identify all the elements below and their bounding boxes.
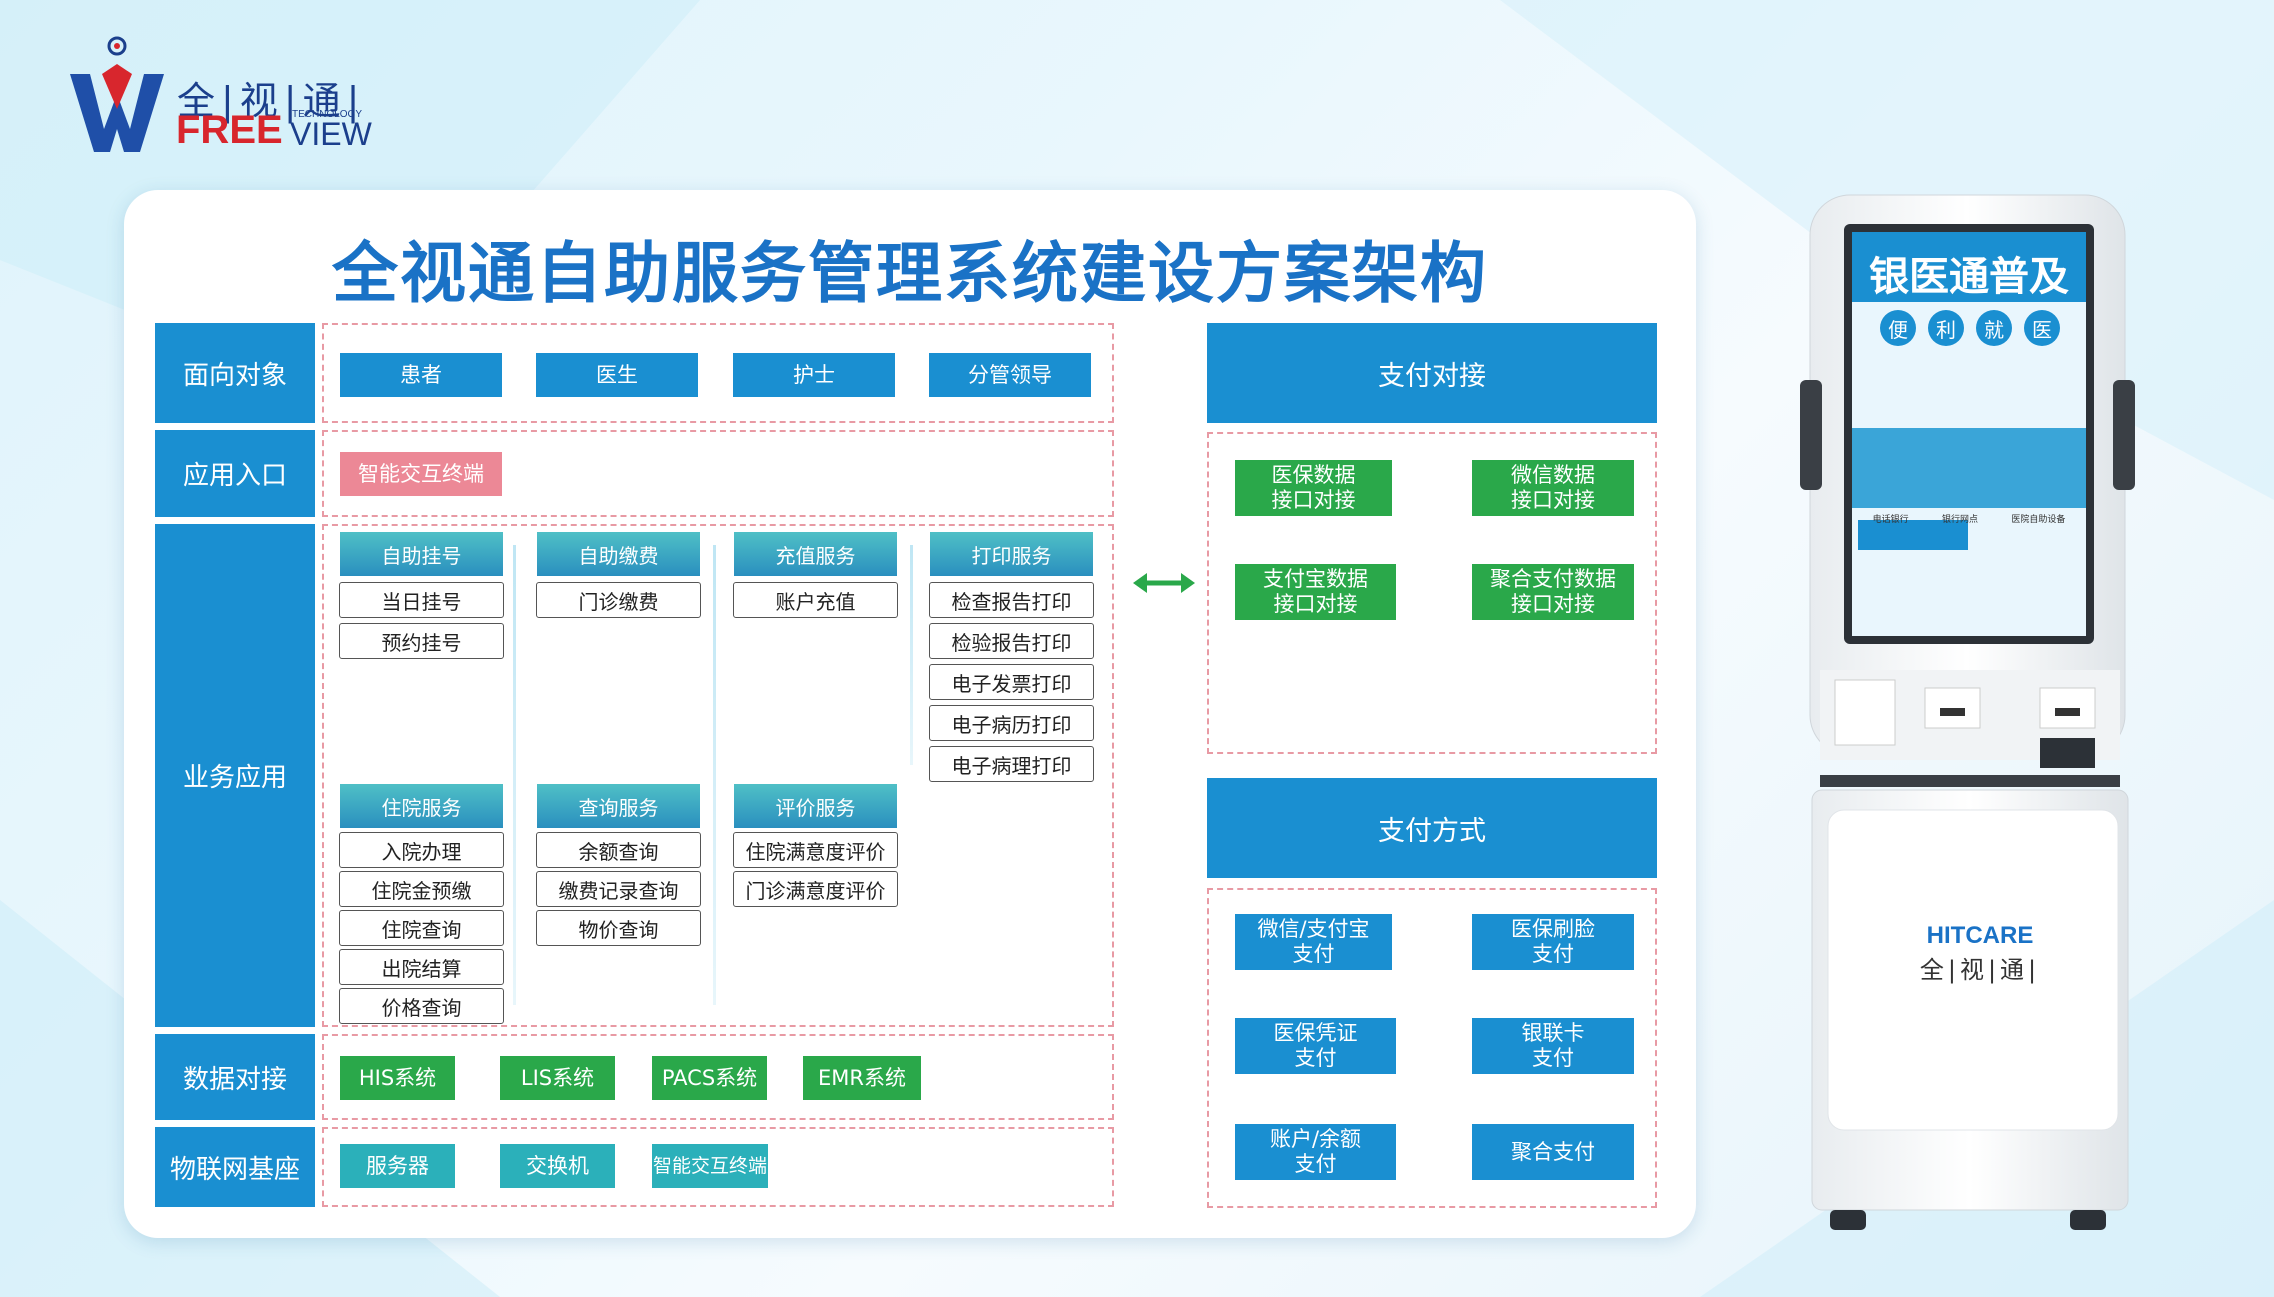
iot-container <box>322 1127 1114 1207</box>
kiosk-badge: 便 <box>1880 310 1916 346</box>
divider-line <box>713 545 716 1005</box>
kiosk-brand-cn: 全|视|通| <box>1919 956 2041 984</box>
group-title-recharge: 充值服务 <box>734 532 897 576</box>
kiosk-brand: HITCARE <box>1926 922 2034 949</box>
system-emr: EMR系统 <box>803 1056 921 1100</box>
payment-methods-header: 支付方式 <box>1207 778 1657 878</box>
object-patient: 患者 <box>340 353 502 397</box>
object-leader: 分管领导 <box>929 353 1091 397</box>
divider-line <box>513 545 516 1005</box>
row-label-business: 业务应用 <box>155 524 315 1027</box>
service-item: 检查报告打印 <box>929 582 1094 618</box>
iot-smart-terminal: 智能交互终端 <box>652 1144 768 1188</box>
service-item: 入院办理 <box>339 832 504 868</box>
logo-technology-text: TECHNOLOGY <box>292 109 363 120</box>
method-insurance-face: 医保刷脸 支付 <box>1472 914 1634 970</box>
method-insurance-voucher: 医保凭证 支付 <box>1235 1018 1396 1074</box>
data-container <box>322 1034 1114 1120</box>
business-container <box>322 524 1114 1027</box>
service-item: 电子病历打印 <box>929 705 1094 741</box>
service-item: 住院查询 <box>339 910 504 946</box>
kiosk-badge: 利 <box>1928 310 1964 346</box>
system-lis: LIS系统 <box>500 1056 615 1100</box>
row-label-objects: 面向对象 <box>155 323 315 423</box>
service-item: 价格查询 <box>339 988 504 1024</box>
connect-alipay: 支付宝数据 接口对接 <box>1235 564 1396 620</box>
objects-container <box>322 323 1114 423</box>
double-arrow-icon <box>1133 573 1195 593</box>
page-title: 全视通自助服务管理系统建设方案架构 <box>332 235 1488 312</box>
row-label-data: 数据对接 <box>155 1034 315 1120</box>
connect-wechat: 微信数据 接口对接 <box>1472 460 1634 516</box>
kiosk-badge: 医 <box>2024 310 2060 346</box>
service-item: 电子发票打印 <box>929 664 1094 700</box>
kiosk-badge: 就 <box>1976 310 2012 346</box>
payment-connect-container <box>1207 432 1657 754</box>
service-item: 物价查询 <box>536 910 701 946</box>
connect-insurance: 医保数据 接口对接 <box>1235 460 1392 516</box>
row-label-entry: 应用入口 <box>155 430 315 517</box>
method-wechat-alipay: 微信/支付宝 支付 <box>1235 914 1392 970</box>
connect-aggregate: 聚合支付数据 接口对接 <box>1472 564 1634 620</box>
object-nurse: 护士 <box>733 353 895 397</box>
service-item: 账户充值 <box>733 582 898 618</box>
system-pacs: PACS系统 <box>652 1056 767 1100</box>
entry-smart-terminal: 智能交互终端 <box>340 452 502 496</box>
service-item: 门诊满意度评价 <box>733 871 898 907</box>
object-doctor: 医生 <box>536 353 698 397</box>
system-his: HIS系统 <box>340 1056 455 1100</box>
method-unionpay: 银联卡 支付 <box>1472 1018 1634 1074</box>
service-item: 门诊缴费 <box>536 582 701 618</box>
service-item: 缴费记录查询 <box>536 871 701 907</box>
method-account-balance: 账户/余额 支付 <box>1235 1124 1396 1180</box>
logo-mark-icon <box>70 36 164 152</box>
logo-free-text: FREE <box>176 108 283 152</box>
service-item: 出院结算 <box>339 949 504 985</box>
payment-connect-header: 支付对接 <box>1207 323 1657 423</box>
service-item: 检验报告打印 <box>929 623 1094 659</box>
group-title-query: 查询服务 <box>537 784 700 828</box>
iot-switch: 交换机 <box>500 1144 615 1188</box>
group-title-payment: 自助缴费 <box>537 532 700 576</box>
service-item: 当日挂号 <box>339 582 504 618</box>
service-item: 预约挂号 <box>339 623 504 659</box>
service-item: 住院满意度评价 <box>733 832 898 868</box>
kiosk-screen-captions: 电话银行 银行网点 医院自助设备 <box>1856 512 2082 525</box>
group-title-registration: 自助挂号 <box>340 532 503 576</box>
group-title-evaluation: 评价服务 <box>734 784 897 828</box>
kiosk-body <box>1800 194 2135 1230</box>
group-title-print: 打印服务 <box>930 532 1093 576</box>
service-item: 电子病理打印 <box>929 746 1094 782</box>
kiosk-screen-badges: 便 利 就 医 <box>1880 310 2060 346</box>
company-logo: 全|视|通| FREE TECHNOLOGY VIEW <box>62 34 382 154</box>
kiosk-caption: 医院自助设备 <box>2011 515 2066 525</box>
kiosk-device-image: 银医通普及 便 利 就 医 电话银行 银行网点 医院自助设备 HITCARE 全… <box>1800 190 2140 1240</box>
divider-line <box>910 545 913 765</box>
payment-methods-container <box>1207 888 1657 1208</box>
service-item: 住院金预缴 <box>339 871 504 907</box>
kiosk-caption: 银行网点 <box>1941 515 1978 525</box>
entry-container <box>322 430 1114 517</box>
iot-server: 服务器 <box>340 1144 455 1188</box>
service-item: 余额查询 <box>536 832 701 868</box>
logo-view-text: VIEW <box>290 116 372 152</box>
method-aggregate: 聚合支付 <box>1472 1124 1634 1180</box>
kiosk-screen-title: 银医通普及 <box>1869 254 2069 300</box>
row-label-iot: 物联网基座 <box>155 1127 315 1207</box>
kiosk-caption: 电话银行 <box>1872 515 1909 525</box>
logo-chinese-name: 全|视|通| <box>177 79 366 123</box>
group-title-inpatient: 住院服务 <box>340 784 503 828</box>
